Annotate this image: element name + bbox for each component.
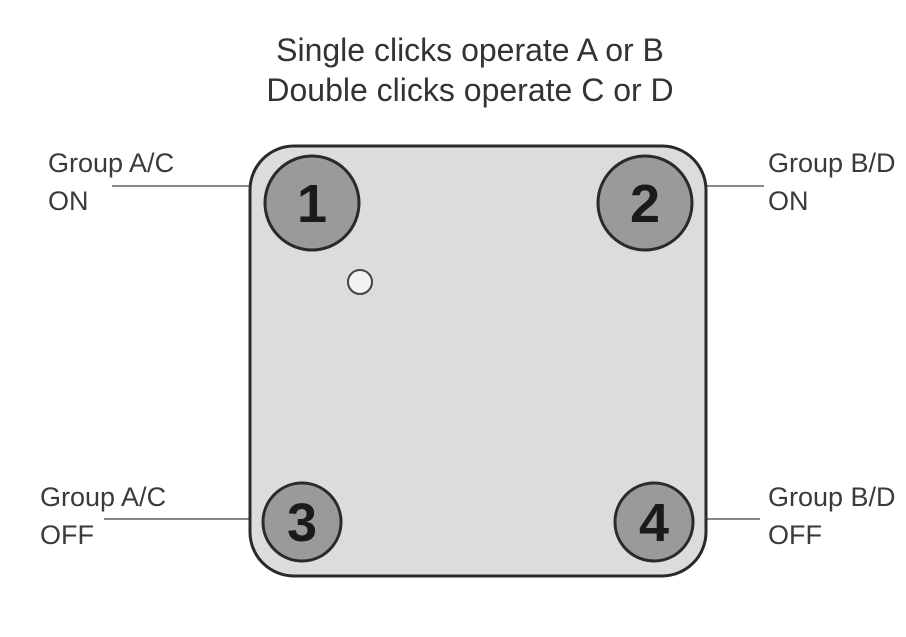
label-top-right: Group B/D ON [768, 144, 896, 220]
indicator-led [347, 269, 373, 295]
label-bottom-left-group: Group A/C [40, 482, 167, 512]
remote-body [248, 144, 708, 578]
button-2[interactable]: 2 [596, 154, 694, 252]
button-4[interactable]: 4 [613, 481, 695, 563]
button-3-label: 3 [287, 493, 317, 553]
button-1-label: 1 [297, 174, 327, 234]
label-top-left: Group A/C ON [48, 144, 174, 220]
button-4-label: 4 [639, 493, 669, 553]
button-3[interactable]: 3 [261, 481, 343, 563]
title-double-clicks: Double clicks operate C or D [266, 72, 674, 108]
button-1[interactable]: 1 [263, 154, 361, 252]
label-top-right-state: ON [768, 186, 809, 216]
label-top-right-group: Group B/D [768, 148, 896, 178]
label-bottom-right-state: OFF [768, 520, 822, 550]
label-top-left-group: Group A/C [48, 148, 175, 178]
label-bottom-right-group: Group B/D [768, 482, 896, 512]
label-top-left-state: ON [48, 186, 89, 216]
title-single-clicks: Single clicks operate A or B [276, 32, 664, 68]
label-bottom-left: Group A/C OFF [40, 478, 166, 554]
button-2-label: 2 [630, 174, 660, 234]
label-bottom-left-state: OFF [40, 520, 94, 550]
label-bottom-right: Group B/D OFF [768, 478, 896, 554]
